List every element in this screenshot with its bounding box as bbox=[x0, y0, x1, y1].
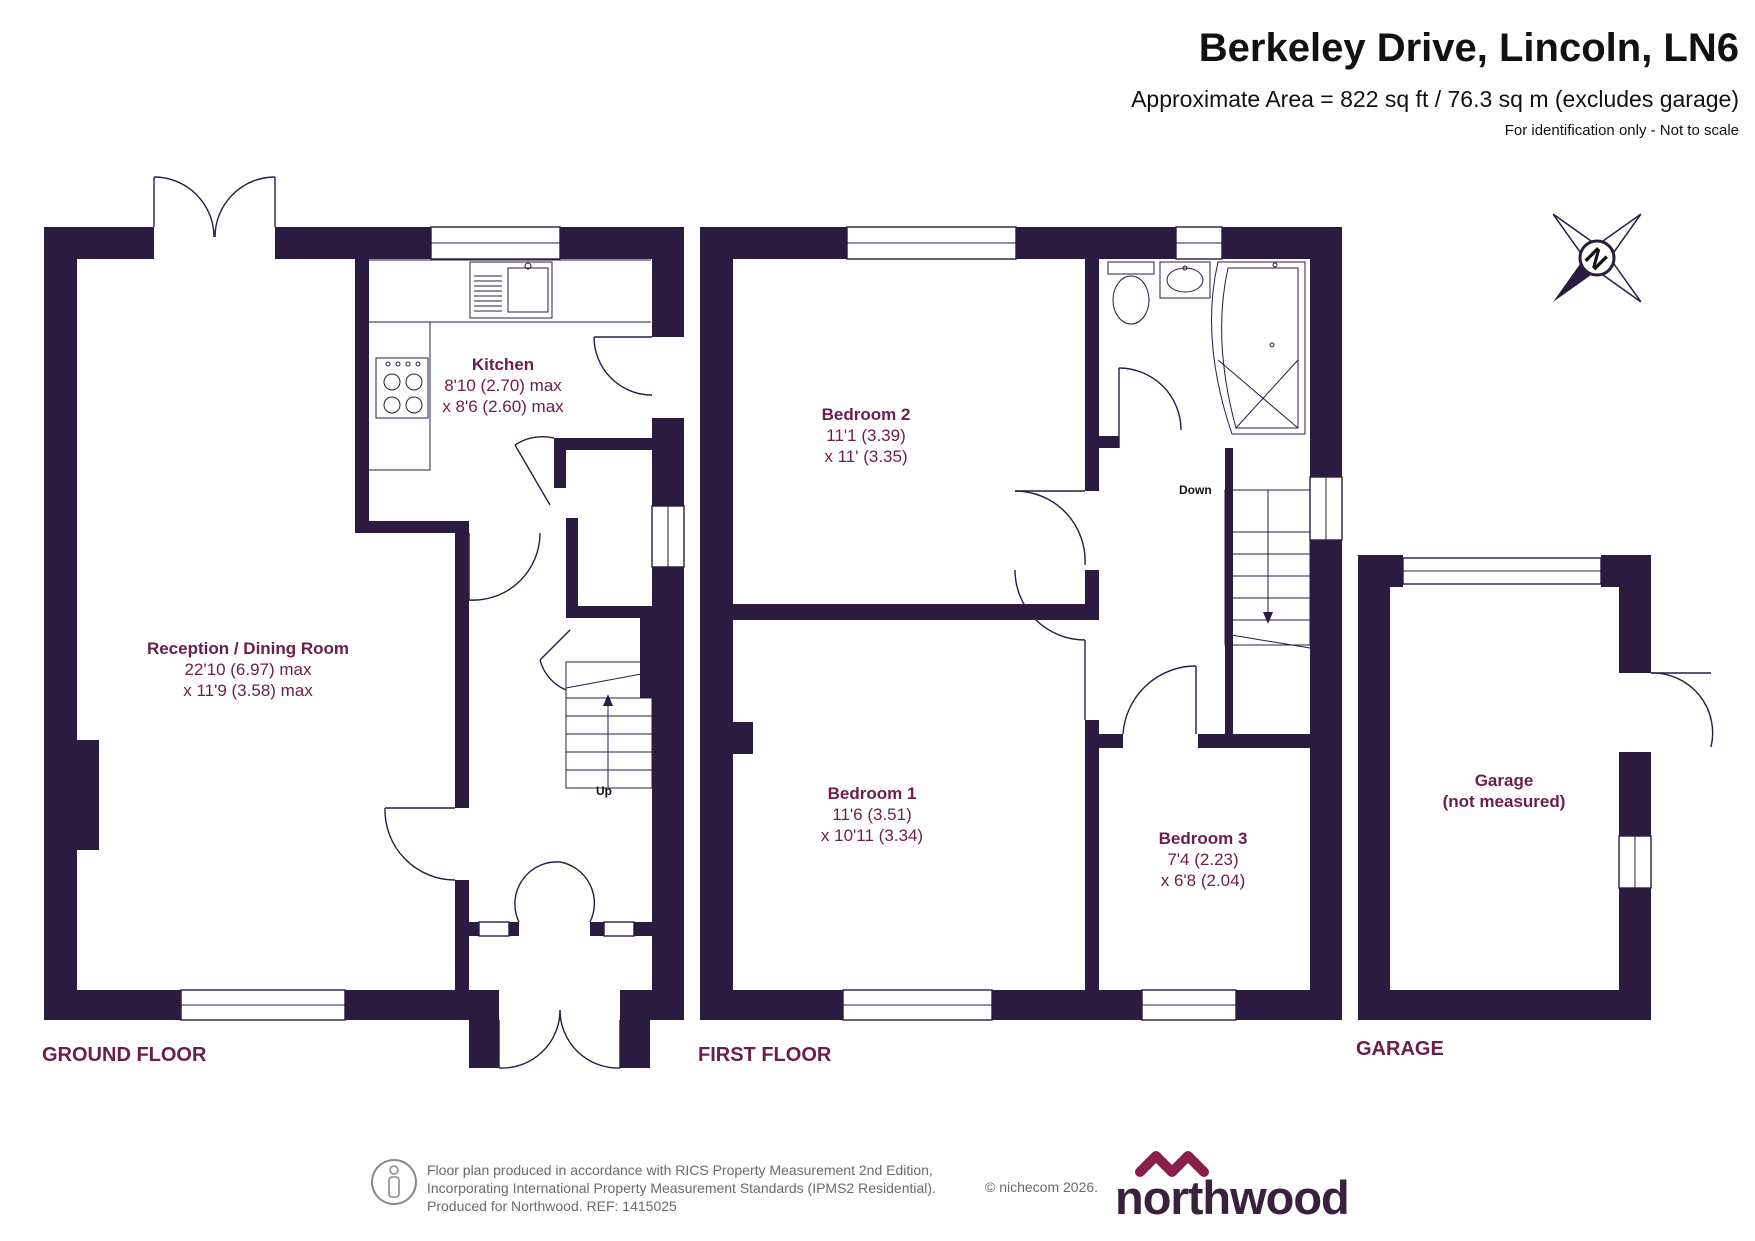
approximate-area: Approximate Area = 822 sq ft / 76.3 sq m… bbox=[1131, 86, 1739, 112]
stairs-down-label: Down bbox=[1179, 483, 1212, 497]
ground-floor-windows bbox=[180, 226, 685, 1021]
room-name: Reception / Dining Room bbox=[146, 639, 350, 658]
room-reception: Reception / Dining Room 22'10 (6.97) max… bbox=[147, 638, 349, 701]
garage-floor-label: GARAGE bbox=[1356, 1038, 1444, 1060]
room-dim: (not measured) bbox=[1442, 792, 1566, 811]
room-dim: x 11'9 (3.58) max bbox=[183, 681, 313, 700]
footer-text: Floor plan produced in accordance with R… bbox=[427, 1161, 936, 1215]
room-dim: 7'4 (2.23) bbox=[1167, 850, 1239, 869]
ground-floor-doors bbox=[153, 176, 653, 1069]
first-floor-doors bbox=[1014, 367, 1197, 735]
room-name: Bedroom 3 bbox=[1158, 829, 1248, 848]
ground-floor-stairs bbox=[565, 661, 653, 789]
room-name: Kitchen bbox=[471, 355, 535, 374]
first-floor-walls bbox=[700, 227, 1342, 1020]
copyright: © nichecom 2026. bbox=[985, 1179, 1099, 1195]
room-name: Bedroom 1 bbox=[827, 784, 917, 803]
room-name: Bedroom 2 bbox=[821, 405, 911, 424]
property-title: Berkeley Drive, Lincoln, LN6 bbox=[1198, 26, 1739, 70]
room-dim: x 10'11 (3.34) bbox=[820, 826, 924, 845]
room-name: Garage bbox=[1474, 771, 1534, 790]
room-bedroom-1: Bedroom 1 11'6 (3.51) x 10'11 (3.34) bbox=[821, 783, 923, 846]
room-dim: 11'6 (3.51) bbox=[832, 805, 912, 824]
ground-floor-walls bbox=[44, 227, 684, 1068]
room-dim: x 6'8 (2.04) bbox=[1160, 871, 1246, 890]
garage-walls bbox=[1358, 555, 1714, 1020]
identification-note: For identification only - Not to scale bbox=[1504, 122, 1739, 139]
bathroom-fittings bbox=[1107, 261, 1306, 435]
room-dim: x 11' (3.35) bbox=[824, 447, 908, 466]
room-bedroom-3: Bedroom 3 7'4 (2.23) x 6'8 (2.04) bbox=[1159, 828, 1248, 891]
first-floor-stairs bbox=[1224, 489, 1311, 649]
compass-icon bbox=[1552, 213, 1642, 303]
room-dim: 11'1 (3.39) bbox=[826, 426, 906, 445]
kitchen-fittings bbox=[369, 259, 651, 471]
room-garage: Garage (not measured) bbox=[1443, 770, 1566, 812]
footer-line: Floor plan produced in accordance with R… bbox=[427, 1162, 933, 1178]
room-kitchen: Kitchen 8'10 (2.70) max x 8'6 (2.60) max bbox=[442, 354, 563, 417]
room-dim: x 8'6 (2.60) max bbox=[442, 397, 564, 416]
room-bedroom-2: Bedroom 2 11'1 (3.39) x 11' (3.35) bbox=[822, 404, 911, 467]
footer-line: Produced for Northwood. REF: 1415025 bbox=[427, 1198, 677, 1214]
first-floor-label: FIRST FLOOR bbox=[698, 1044, 832, 1066]
brand-wordmark: northwood bbox=[1115, 1171, 1350, 1224]
northwood-logo-icon bbox=[1135, 1151, 1209, 1177]
room-dim: 8'10 (2.70) max bbox=[444, 376, 562, 395]
room-dim: 22'10 (6.97) max bbox=[184, 660, 312, 679]
stairs-up-label: Up bbox=[596, 784, 612, 798]
ground-floor-label: GROUND FLOOR bbox=[42, 1044, 207, 1066]
footer-line: Incorporating International Property Mea… bbox=[427, 1180, 936, 1196]
first-floor-windows bbox=[842, 226, 1343, 1021]
person-icon bbox=[371, 1159, 417, 1205]
